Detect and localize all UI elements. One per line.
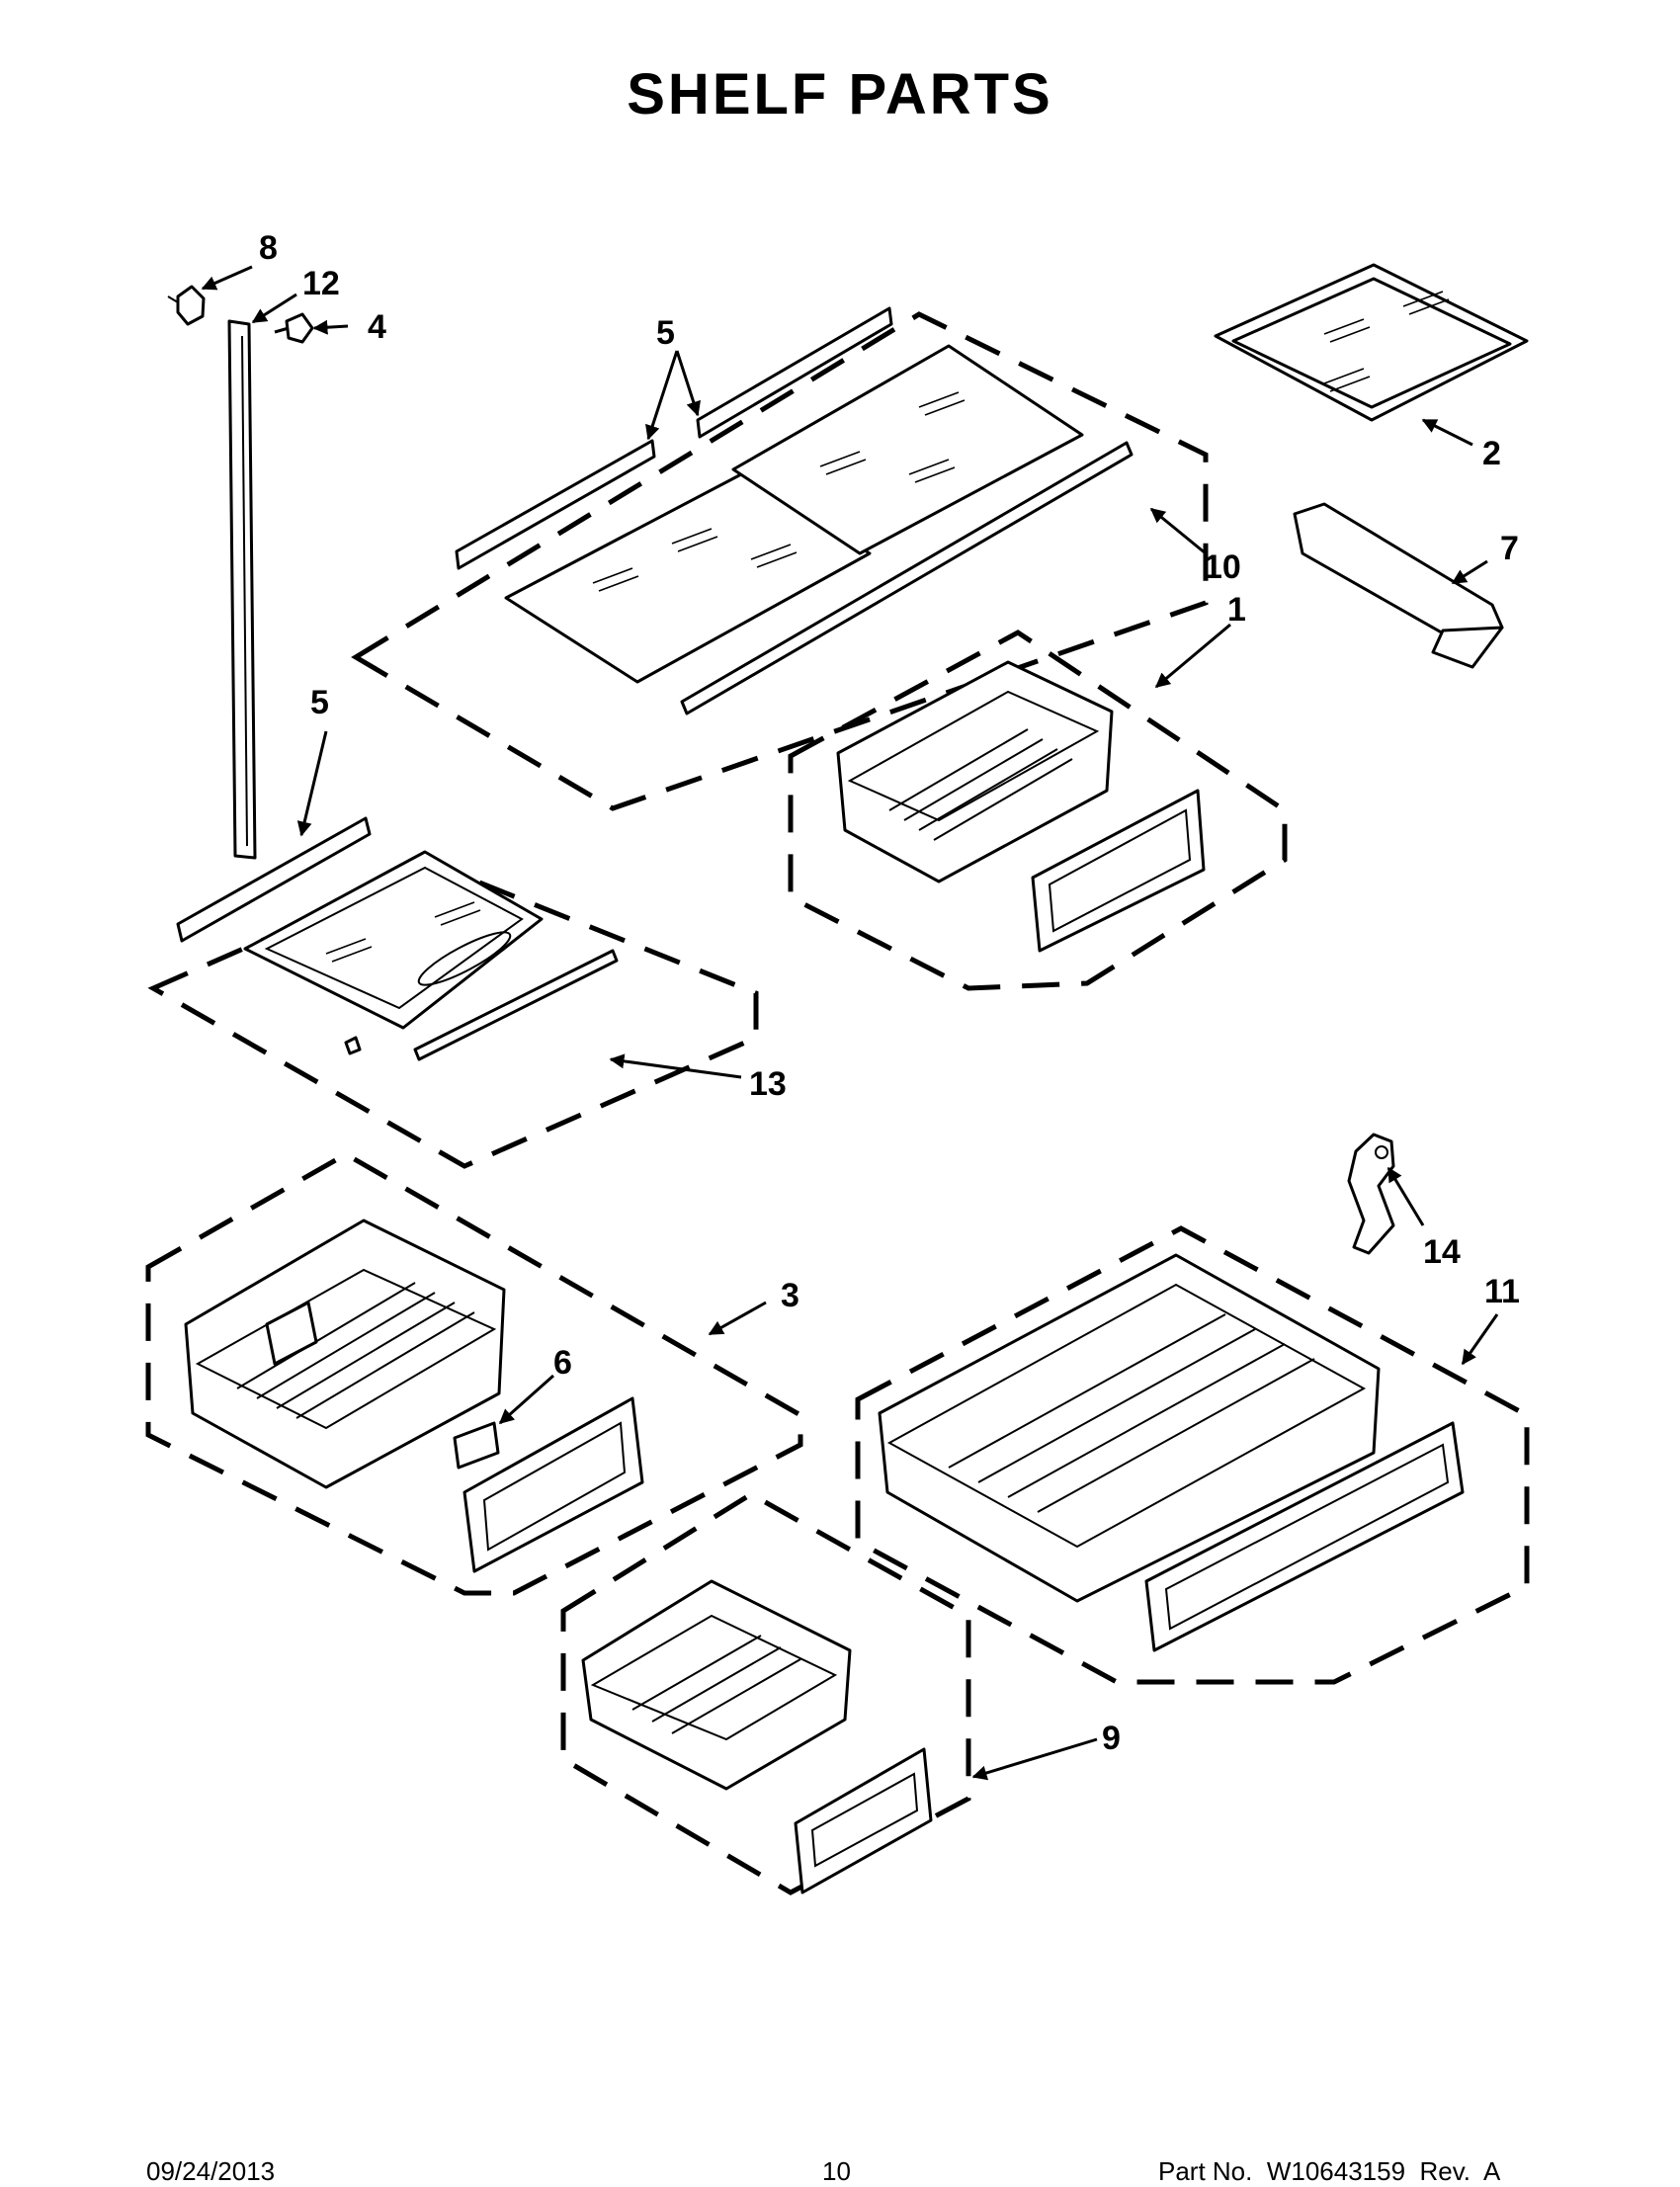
shelf-trim-strip-part-5-left — [455, 439, 656, 570]
callout-12: 12 — [302, 265, 340, 302]
shelf-rail-part-12 — [227, 319, 257, 860]
callout-1: 1 — [1227, 591, 1246, 629]
crisper-drawer-part-1 — [836, 660, 1114, 883]
callout-5-lower: 5 — [310, 684, 329, 721]
drawer-part-9 — [581, 1579, 852, 1791]
callout-9: 9 — [1102, 1720, 1121, 1757]
footer-date: 09/24/2013 — [146, 2156, 276, 2186]
callout-2: 2 — [1482, 435, 1501, 472]
crisper-drawer-part-3 — [184, 1219, 506, 1489]
footer-part-number: Part No. W10643159 Rev. A — [1158, 2156, 1501, 2186]
upper-shelf-group-outline — [351, 311, 1209, 811]
full-width-drawer-group-outline — [855, 1225, 1530, 1685]
pantry-shelf-front-trim — [413, 949, 619, 1061]
full-width-drawer-part-11 — [878, 1253, 1381, 1603]
footer-page-number: 10 — [822, 2156, 851, 2186]
leader-lines — [201, 265, 1499, 1781]
callout-7: 7 — [1500, 530, 1519, 567]
shelf-front-trim-part-10 — [680, 441, 1134, 715]
drawer-front-part-9 — [794, 1747, 933, 1894]
callout-14: 14 — [1423, 1233, 1461, 1271]
crisper-drawer-front-part-3 — [462, 1396, 644, 1573]
shelf-trim-strip-part-5-right — [696, 306, 893, 439]
shelf-trim-strip-part-5-lower — [176, 816, 372, 943]
full-width-drawer-front-part-11 — [1144, 1421, 1465, 1652]
callout-11: 11 — [1484, 1273, 1520, 1310]
drawer-9-group-outline — [560, 1491, 971, 1895]
page-title: SHELF PARTS — [627, 62, 1053, 126]
shelf-part-2 — [1214, 263, 1529, 422]
drawer-bracket-part-14 — [1347, 1133, 1395, 1255]
rail-end-cap-part-8 — [167, 285, 206, 326]
callout-3: 3 — [781, 1277, 799, 1314]
screw-part-4 — [274, 312, 314, 344]
shelf-bracket-part-7 — [1293, 502, 1504, 669]
crisper-drawer-front-part-1 — [1031, 789, 1206, 953]
glass-shelf-split-right — [731, 344, 1084, 555]
callout-4: 4 — [368, 308, 386, 346]
callout-6: 6 — [553, 1344, 572, 1382]
callout-5-upper: 5 — [656, 314, 675, 352]
pantry-shelf-part-13 — [243, 850, 544, 1055]
callout-8: 8 — [259, 229, 278, 267]
callout-10: 10 — [1204, 548, 1241, 586]
humidity-slider-part-6 — [453, 1421, 500, 1470]
crisper-drawer-1-group-outline — [788, 630, 1288, 991]
callout-13: 13 — [749, 1065, 787, 1103]
crisper-drawer-3-group-outline — [145, 1151, 803, 1596]
glass-shelf-split-left — [504, 472, 872, 684]
